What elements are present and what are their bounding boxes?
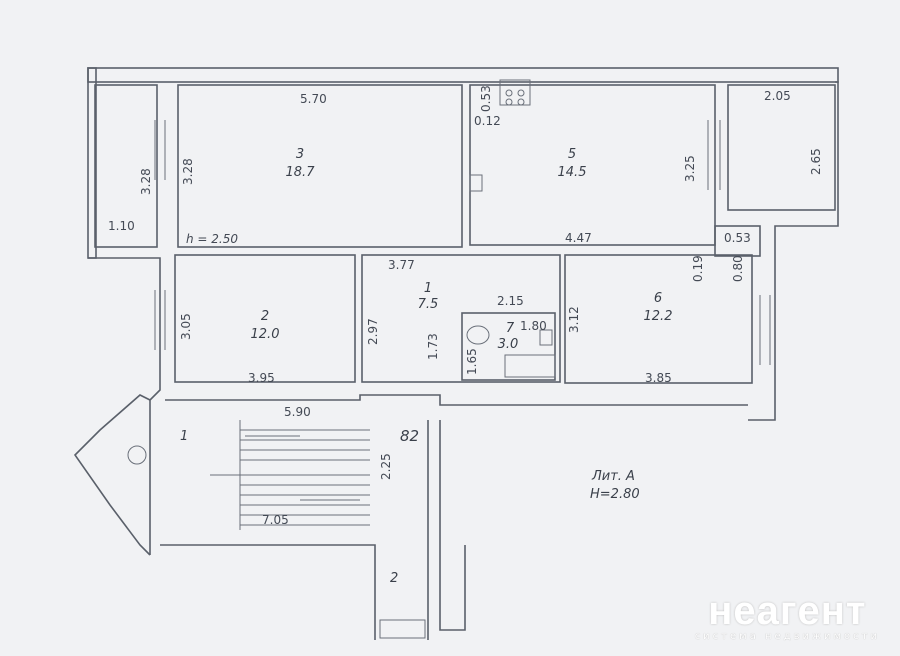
room-2-number: 2 [261, 309, 269, 324]
dim: 3.28 [181, 158, 195, 185]
room-2-area: 12.0 [251, 327, 280, 342]
room-3-number: 3 [296, 147, 304, 162]
dim: 3.12 [567, 306, 581, 333]
dim: 2.25 [379, 453, 393, 480]
dim: 5.70 [300, 92, 327, 106]
room-7-number: 7 [506, 321, 515, 336]
dim: 1.65 [465, 348, 479, 375]
dim: 1.10 [108, 219, 135, 233]
stair-label-82: 82 [400, 427, 419, 445]
dim: 0.12 [474, 114, 501, 128]
dim: 0.53 [724, 231, 751, 245]
room-6-number: 6 [654, 291, 662, 306]
stair-label-1: 1 [180, 429, 188, 444]
dim: 3.28 [139, 168, 153, 195]
room-1-area: 7.5 [418, 297, 439, 312]
dimensions: 5.70 3.28 3.28 1.10 h = 2.50 0.53 0.12 3… [108, 85, 823, 527]
dim: 3.85 [645, 371, 672, 385]
plan-title: Лит. А [591, 469, 635, 484]
room-3-area: 18.7 [286, 165, 316, 180]
dim: 3.25 [683, 155, 697, 182]
room-1-number: 1 [424, 281, 432, 296]
dim: 4.47 [565, 231, 592, 245]
walls [73, 67, 839, 640]
dim: 1.73 [426, 333, 440, 360]
dim: 1.80 [520, 319, 547, 333]
dim: 7.05 [262, 513, 289, 527]
room-5-number: 5 [568, 147, 576, 162]
dim: 3.77 [388, 258, 415, 272]
dim: 2.05 [764, 89, 791, 103]
stair-label-2: 2 [390, 571, 398, 586]
dim: 0.53 [479, 85, 493, 112]
dim: 3.95 [248, 371, 275, 385]
plan-height: H=2.80 [590, 487, 640, 502]
dim: 0.19 [691, 255, 705, 282]
watermark: неагент система недвижимости [695, 591, 880, 642]
room-5-area: 14.5 [558, 165, 587, 180]
dim: 5.90 [284, 405, 311, 419]
watermark-brand: неагент [708, 589, 867, 633]
dim: 2.97 [366, 318, 380, 345]
dim: 2.65 [809, 148, 823, 175]
dim: h = 2.50 [186, 232, 238, 246]
room-7-area: 3.0 [498, 337, 519, 352]
dim: 2.15 [497, 294, 524, 308]
staircase [210, 420, 370, 530]
watermark-tagline: система недвижимости [694, 631, 880, 642]
room-6-area: 12.2 [644, 309, 673, 324]
room-labels: 3 18.7 5 14.5 2 12.0 1 7.5 7 3.0 6 12.2 … [180, 147, 672, 586]
dim: 0.80 [731, 255, 745, 282]
dim: 3.05 [179, 313, 193, 340]
